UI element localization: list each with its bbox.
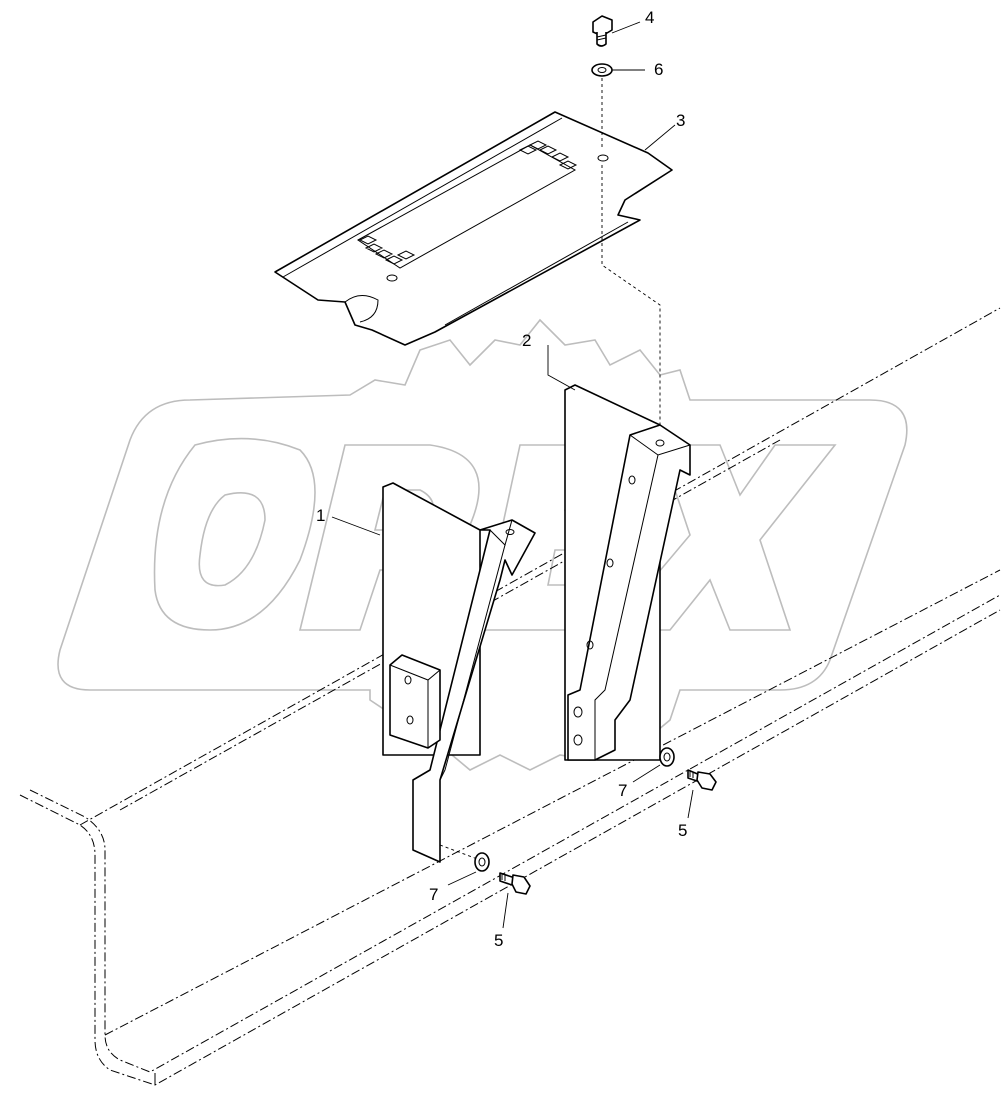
callout-5-left: 5 xyxy=(494,931,503,950)
right-bracket-assembly xyxy=(564,384,691,761)
top-bolt xyxy=(592,15,613,47)
callout-1: 1 xyxy=(316,506,325,525)
callout-7-left: 7 xyxy=(429,885,438,904)
callout-leaders xyxy=(331,21,694,929)
bolt-left xyxy=(499,872,531,895)
left-bracket-assembly xyxy=(382,482,536,863)
callout-6: 6 xyxy=(654,60,663,79)
callout-3: 3 xyxy=(676,111,685,130)
top-washer xyxy=(591,63,613,77)
opex-watermark-logo xyxy=(57,318,908,771)
washer-right xyxy=(659,747,675,767)
callout-5-right: 5 xyxy=(678,821,687,840)
cover-plate xyxy=(274,111,673,346)
callout-7-right: 7 xyxy=(618,781,627,800)
callout-4: 4 xyxy=(645,8,654,27)
bolt-right xyxy=(687,769,717,791)
callout-labels: 1 2 3 4 5 5 6 7 7 xyxy=(316,8,687,950)
washer-left xyxy=(474,852,490,872)
callout-2: 2 xyxy=(522,331,531,350)
frame-reference-outline xyxy=(19,307,1001,1086)
